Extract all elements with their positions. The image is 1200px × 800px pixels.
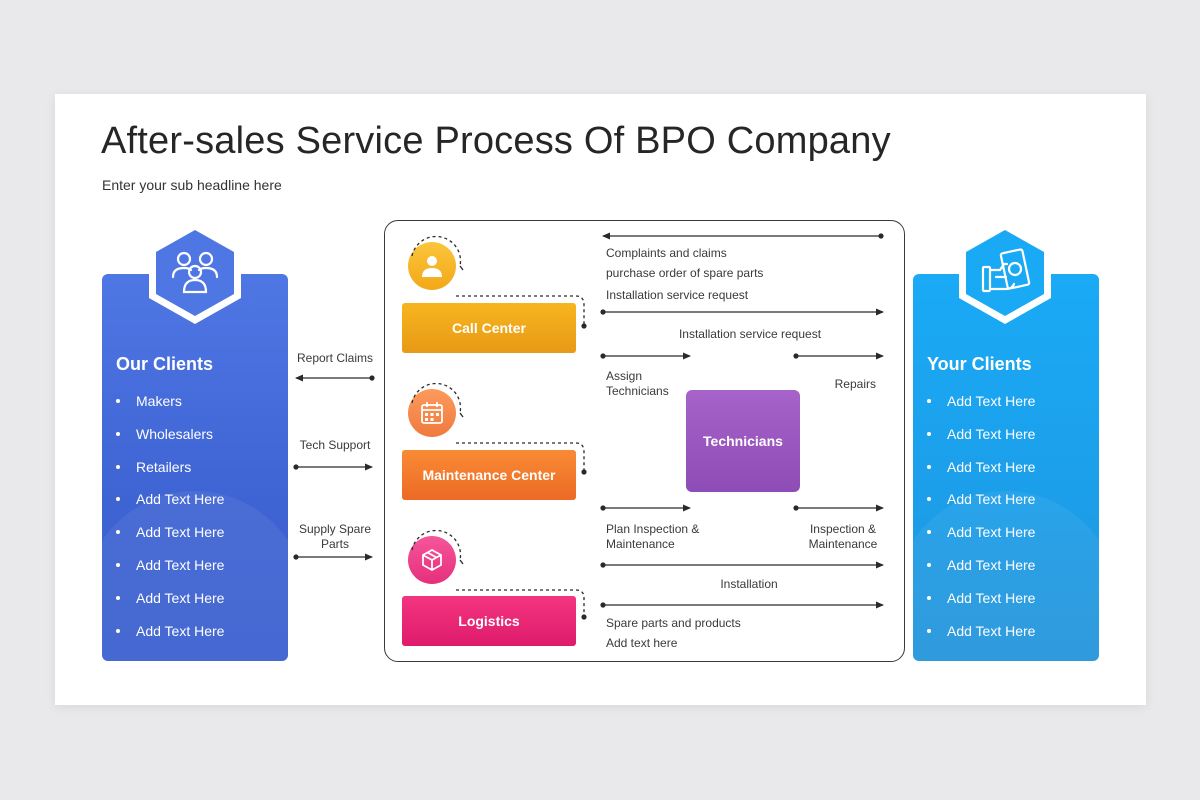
list-item: Add Text Here — [927, 622, 1035, 655]
list-item: Retailers — [116, 458, 224, 491]
your-clients-heading: Your Clients — [927, 354, 1032, 374]
list-item: Add Text Here — [116, 556, 224, 589]
list-item: Add Text Here — [927, 556, 1035, 589]
installation-request-label-2: Installation service request — [678, 327, 822, 341]
repairs-label: Repairs — [834, 377, 876, 391]
people-group-icon — [171, 251, 219, 294]
inspection-maintenance-label: Inspection & Maintenance — [808, 522, 878, 551]
call-center-box: Call Center — [402, 303, 576, 353]
list-item: Add Text Here — [927, 458, 1035, 491]
page-title: After-sales Service Process Of BPO Compa… — [101, 120, 891, 162]
panel-wave-decoration — [102, 491, 288, 661]
installation-label: Installation — [720, 577, 778, 591]
our-clients-panel: Our Clients Makers Wholesalers Retailers… — [102, 274, 288, 661]
our-clients-list: Makers Wholesalers Retailers Add Text He… — [116, 392, 224, 654]
plan-inspection-label: Plan Inspection & Maintenance — [606, 522, 700, 551]
purchase-order-label: purchase order of spare parts — [606, 266, 764, 280]
list-item: Add Text Here — [116, 523, 224, 556]
list-item: Add Text Here — [927, 589, 1035, 622]
list-item: Add Text Here — [116, 490, 224, 523]
your-clients-badge — [952, 220, 1058, 326]
our-clients-heading: Our Clients — [116, 354, 214, 374]
logistics-icon-circle — [408, 536, 456, 584]
panel-wave-decoration — [913, 491, 1099, 661]
money-hand-icon — [981, 248, 1031, 293]
add-text-label: Add text here — [606, 636, 678, 650]
list-item: Add Text Here — [116, 589, 224, 622]
spare-parts-label: Spare parts and products — [606, 616, 741, 630]
list-item: Add Text Here — [116, 622, 224, 655]
person-icon — [422, 256, 442, 277]
assign-technicians-label: Assign Technicians — [606, 369, 669, 398]
process-flow-container — [384, 220, 905, 662]
page-subtitle: Enter your sub headline here — [102, 177, 282, 193]
list-item: Add Text Here — [927, 425, 1035, 458]
call-center-icon-circle — [408, 242, 456, 290]
calendar-icon — [421, 402, 443, 424]
list-item: Add Text Here — [927, 490, 1035, 523]
maintenance-icon-circle — [408, 389, 456, 437]
our-clients-badge — [142, 220, 248, 326]
supply-spare-parts-label: Supply Spare Parts — [298, 522, 372, 551]
installation-request-label: Installation service request — [606, 288, 749, 302]
maintenance-center-box: Maintenance Center — [402, 450, 576, 500]
your-clients-panel: Your Clients Add Text Here Add Text Here… — [913, 274, 1099, 661]
report-claims-label: Report Claims — [296, 351, 374, 365]
box-icon — [422, 549, 442, 571]
list-item: Add Text Here — [927, 523, 1035, 556]
complaints-label: Complaints and claims — [606, 246, 727, 260]
technicians-box: Technicians — [686, 390, 800, 492]
tech-support-label: Tech Support — [299, 438, 371, 452]
list-item: Wholesalers — [116, 425, 224, 458]
list-item: Makers — [116, 392, 224, 425]
list-item: Add Text Here — [927, 392, 1035, 425]
logistics-box: Logistics — [402, 596, 576, 646]
your-clients-list: Add Text Here Add Text Here Add Text Her… — [927, 392, 1035, 654]
